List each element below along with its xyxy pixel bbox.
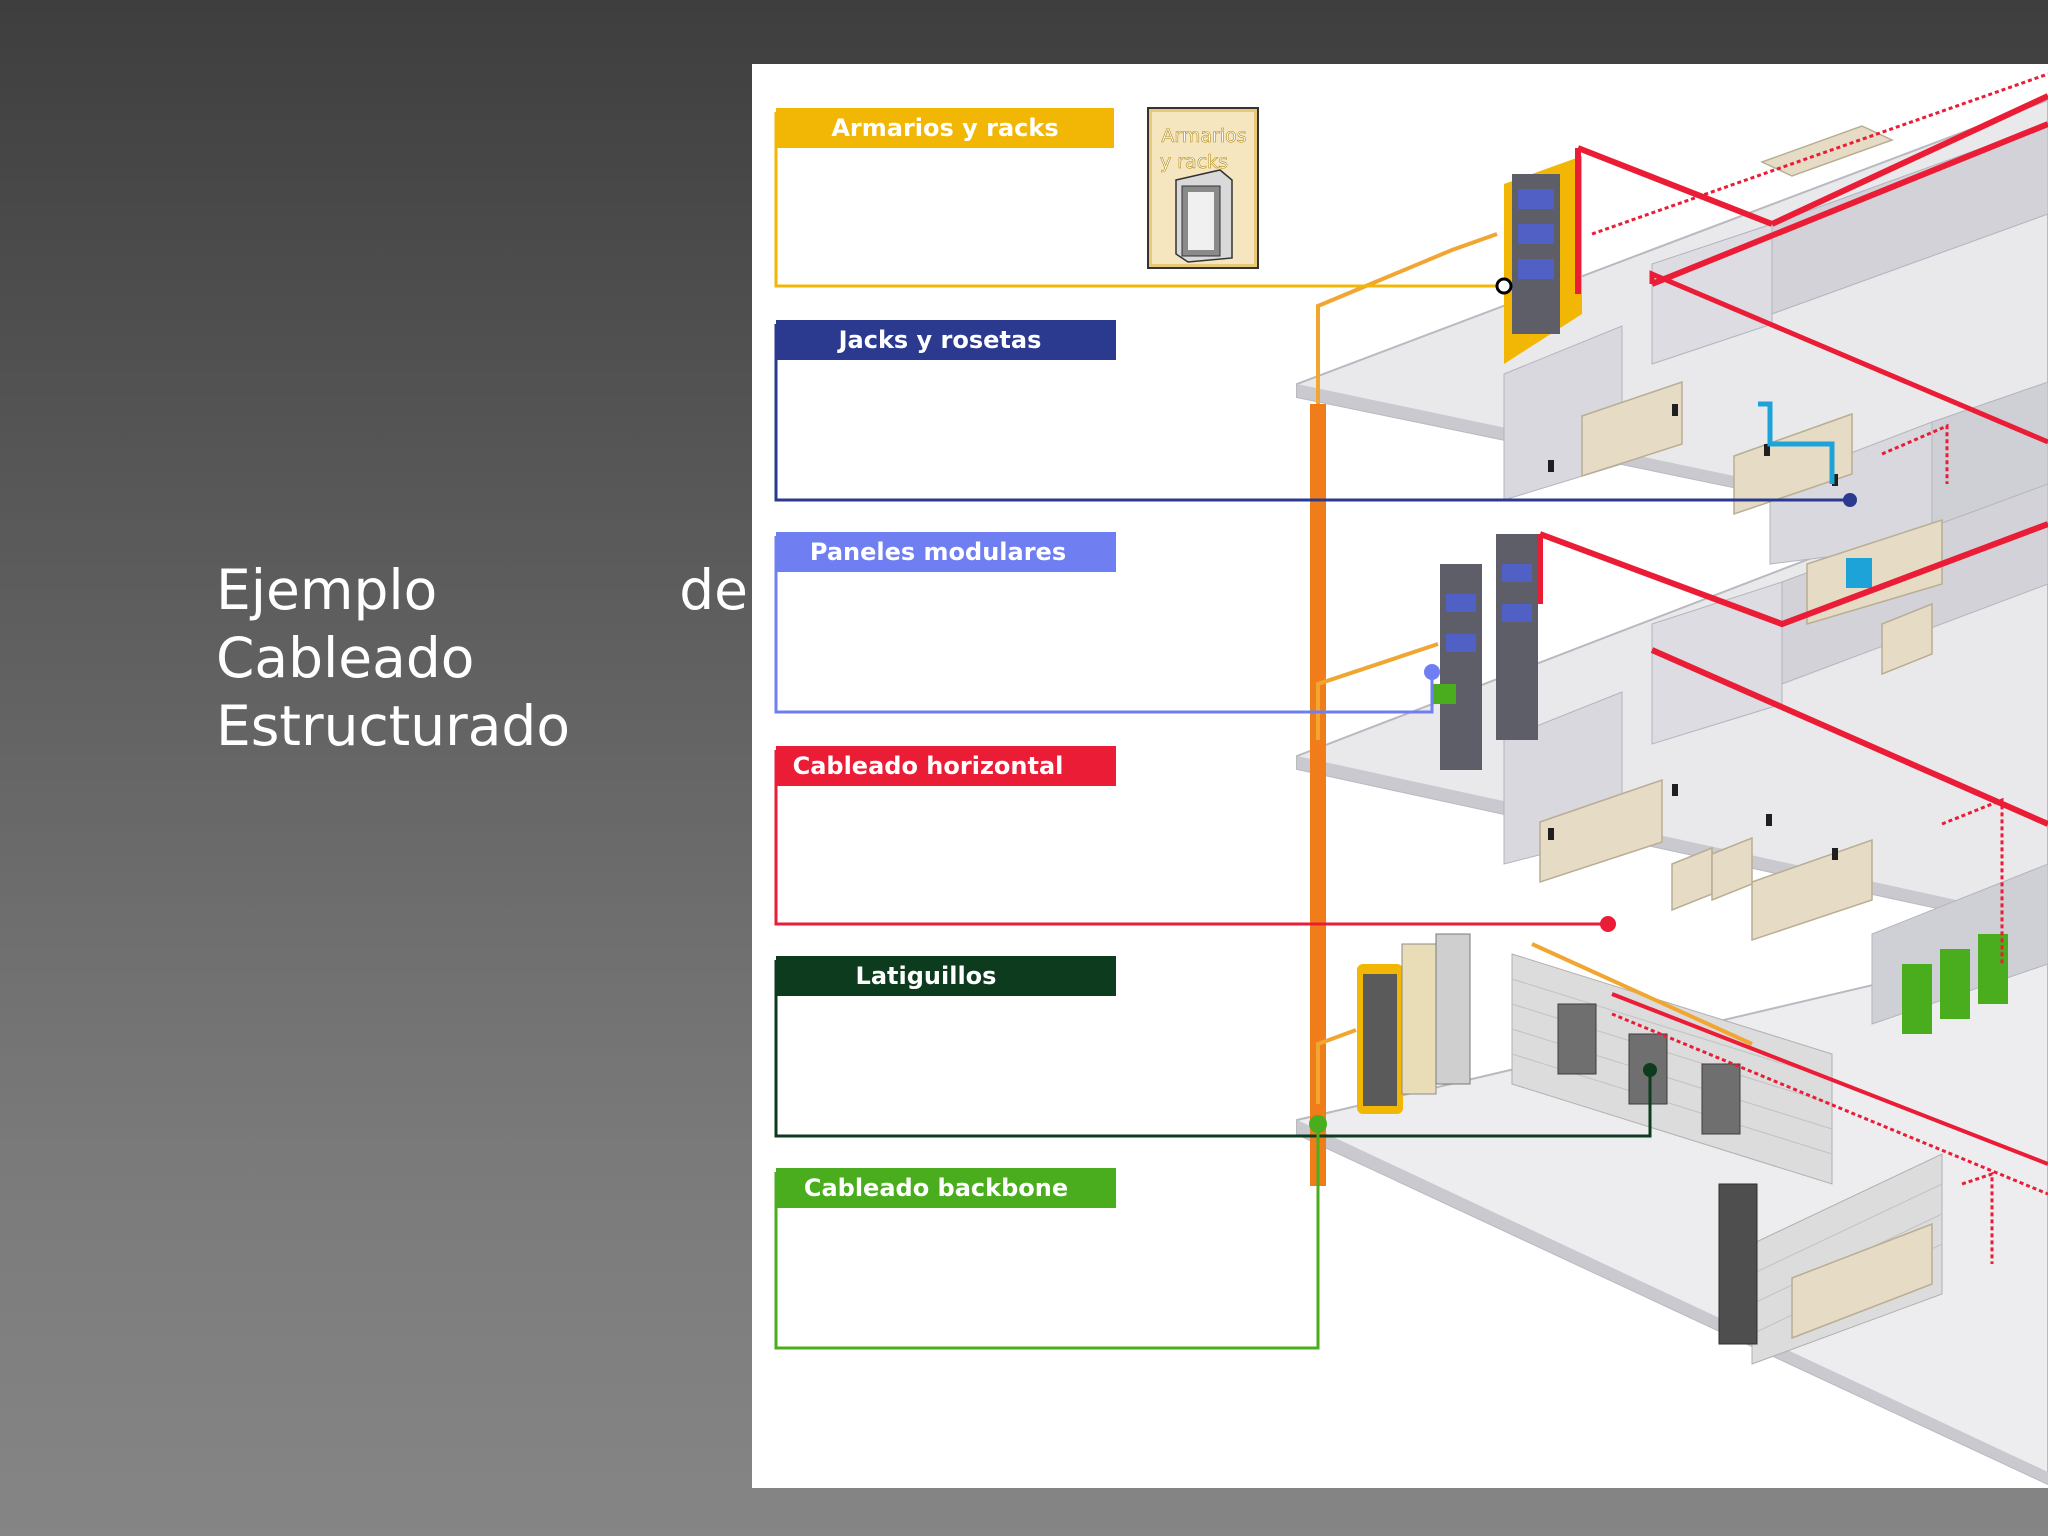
- legend-latiguillos: Latiguillos: [776, 956, 1116, 996]
- title-line-2: Cableado: [216, 626, 475, 690]
- telecom-room-racks-middle: [1432, 534, 1538, 770]
- leader-armarios: [774, 112, 1502, 288]
- legend-leaders: [774, 112, 1857, 1350]
- legend-label-jacks: Jacks y rosetas: [837, 326, 1042, 354]
- title-line-3: Estructurado: [216, 694, 570, 758]
- telecom-room-racks-top: [1504, 156, 1582, 364]
- rack-cabinet-icon: [1175, 169, 1233, 263]
- leader-paneles: [774, 536, 1434, 714]
- slide-title: Ejemplo de Cableado Estructurado: [216, 556, 748, 760]
- legend-label-armarios: Armarios y racks: [831, 114, 1058, 142]
- legend-jacks-y-rosetas: Jacks y rosetas: [776, 320, 1116, 360]
- leader-latiguillos: [774, 960, 1652, 1138]
- diagram-canvas: Armarios y racks Jacks y rosetas Paneles…: [774, 72, 2048, 1486]
- legend-label-latiguillos: Latiguillos: [856, 962, 997, 990]
- backbone-riser: [1310, 404, 1326, 1186]
- title-word-de: de: [679, 558, 748, 622]
- leader-horizontal: [774, 750, 1608, 926]
- thumbnail-label-line-2: y racks: [1160, 151, 1228, 173]
- cable-runs: [1310, 72, 2048, 1264]
- legend-paneles-modulares: Paneles modulares: [776, 532, 1116, 572]
- equipment-room-racks: [1357, 933, 1758, 1345]
- legend-cableado-backbone: Cableado backbone: [776, 1168, 1116, 1208]
- leader-jacks: [774, 324, 1850, 502]
- title-line-1: Ejemplo de: [216, 556, 748, 624]
- building-illustration: [1296, 98, 2048, 1486]
- leader-backbone: [774, 1124, 1320, 1350]
- structured-cabling-diagram: Armarios y racks Jacks y rosetas Paneles…: [752, 64, 2048, 1488]
- legend-label-horizontal: Cableado horizontal: [793, 752, 1064, 780]
- legend-label-paneles: Paneles modulares: [810, 538, 1066, 566]
- title-word-ejemplo: Ejemplo: [216, 558, 438, 622]
- legend-label-backbone: Cableado backbone: [804, 1174, 1068, 1202]
- legend: Armarios y racks Jacks y rosetas Paneles…: [776, 108, 1116, 1208]
- legend-cableado-horizontal: Cableado horizontal: [776, 746, 1116, 786]
- legend-armarios-y-racks: Armarios y racks: [776, 108, 1114, 148]
- rack-thumbnail: Armarios y racks: [1147, 107, 1259, 269]
- thumbnail-label-line-1: Armarios: [1161, 125, 1246, 147]
